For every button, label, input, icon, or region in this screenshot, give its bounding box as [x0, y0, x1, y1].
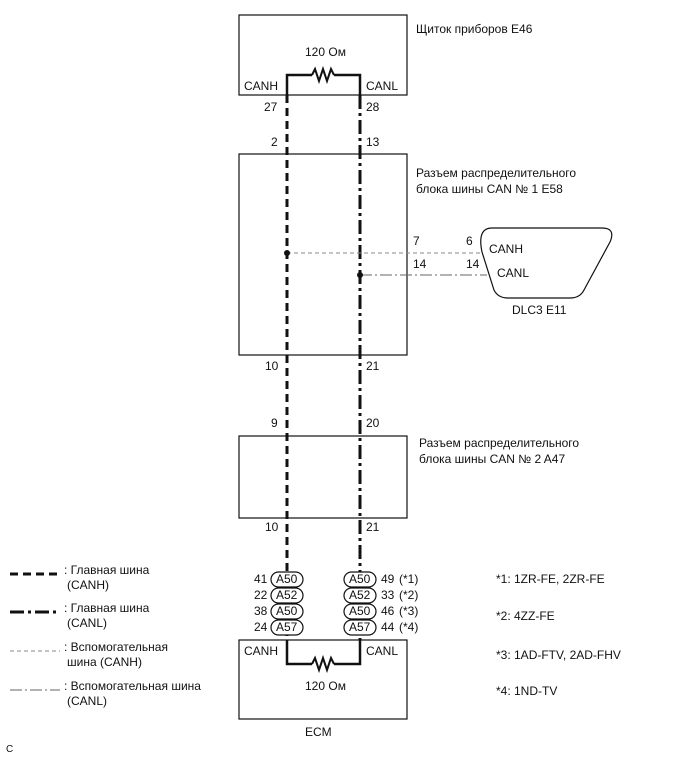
ecm-box — [238, 639, 408, 720]
ecm-connector-code-canh: A57 — [276, 620, 298, 634]
junction1-pin-top-canl: 13 — [366, 135, 380, 149]
junction1-canl-splice — [357, 272, 363, 278]
meter-canh-label: CANH — [244, 79, 278, 93]
ecm-connector-pill-canl — [343, 571, 377, 588]
ecm-canh-label: CANH — [244, 644, 278, 658]
ecm-connector-code-canl: A52 — [349, 588, 371, 602]
dlc-pin-canl: 14 — [466, 257, 480, 271]
junction1-title-line2: блока шины CAN № 1 E58 — [416, 182, 563, 196]
ecm-variant-note: (*3) — [399, 604, 418, 618]
dlc-canl-label: CANL — [497, 266, 529, 280]
ecm-connector-code-canl: A57 — [349, 620, 371, 634]
ecm-canl-label: CANL — [366, 644, 398, 658]
variant-note-2: *2: 4ZZ-FE — [496, 609, 555, 623]
legend-main-canh-line1: : Главная шина — [64, 563, 150, 577]
ecm-pin-canh: 38 — [254, 604, 268, 618]
junction2-box — [238, 435, 408, 519]
legend-main-canl-line2: (CANL) — [67, 616, 107, 630]
junction1-box — [238, 153, 408, 356]
junction1-canh-splice — [284, 250, 290, 256]
ecm-connector-pill-canh — [270, 587, 304, 604]
meter-title: Щиток приборов E46 — [416, 22, 533, 36]
ecm-connector-code-canl: A50 — [349, 572, 371, 586]
legend-sub-canl-line2: (CANL) — [67, 694, 107, 708]
ecm-connector-row: 22 A52 A52 33 (*2) — [254, 587, 418, 604]
meter-pin-canl: 28 — [366, 100, 380, 114]
ecm-connector-row: 24 A57 A57 44 (*4) — [254, 619, 418, 636]
ecm-pin-canl: 46 — [381, 604, 395, 618]
junction2-pin-top-canl: 20 — [366, 416, 380, 430]
legend-main-canh-line2: (CANH) — [67, 578, 109, 592]
meter-canl-label: CANL — [366, 79, 398, 93]
ecm-connector-pill-canl — [343, 619, 377, 636]
legend-sub-canh-line2: шина (CANH) — [67, 655, 142, 669]
ecm-pin-canh: 41 — [254, 572, 268, 586]
ecm-connector-pill-canl — [343, 587, 377, 604]
meter-box — [238, 14, 408, 96]
junction2-pin-top-canh: 9 — [271, 416, 278, 430]
ecm-pin-canh: 24 — [254, 620, 268, 634]
corner-mark: C — [6, 744, 13, 755]
junction2-pin-bottom-canl: 21 — [366, 520, 380, 534]
legend-main-canl-line1: : Главная шина — [64, 601, 150, 615]
ecm-connector-code-canh: A52 — [276, 588, 298, 602]
ecm-connector-pill-canh — [270, 571, 304, 588]
legend-sub-canl-line1: : Вспомогательная шина — [64, 679, 201, 693]
junction2-title-line2: блока шины CAN № 2 A47 — [419, 452, 565, 466]
ecm-resistor-label: 120 Ом — [305, 679, 346, 693]
ecm-connector-code-canl: A50 — [349, 604, 371, 618]
ecm-pin-canl: 44 — [381, 620, 395, 634]
ecm-connector-code-canh: A50 — [276, 572, 298, 586]
ecm-connector-pill-canh — [270, 603, 304, 620]
junction1-pin-bottom-canl: 21 — [366, 359, 380, 373]
dlc-canh-label: CANH — [489, 242, 523, 256]
meter-resistor-label: 120 Ом — [305, 45, 346, 59]
dlc-label: DLC3 E11 — [512, 303, 567, 317]
ecm-variant-note: (*4) — [399, 620, 418, 634]
junction1-title-line1: Разъем распределительного — [416, 166, 576, 180]
legend-sub-canh-line1: : Вспомогательная — [64, 640, 168, 654]
ecm-pin-canh: 22 — [254, 588, 268, 602]
junction1-pin-side-canh: 7 — [413, 234, 420, 248]
ecm-label: ECM — [305, 725, 332, 739]
ecm-terminator-wire-left — [285, 640, 312, 666]
junction1-pin-bottom-canh: 10 — [265, 359, 279, 373]
ecm-connector-pill-canh — [270, 619, 304, 636]
ecm-pin-canl: 49 — [381, 572, 395, 586]
ecm-pin-canl: 33 — [381, 588, 395, 602]
meter-pin-canh: 27 — [264, 100, 278, 114]
ecm-connector-row: 38 A50 A50 46 (*3) — [254, 603, 418, 620]
junction2-title-line1: Разъем распределительного — [419, 436, 579, 450]
junction1-pin-side-canl: 14 — [413, 257, 427, 271]
dlc-connector-icon — [480, 227, 613, 299]
dlc-pin-canh: 6 — [466, 234, 473, 248]
ecm-resistor-icon — [311, 654, 335, 674]
ecm-variant-note: (*1) — [399, 572, 418, 586]
variant-note-4: *4: 1ND-TV — [496, 684, 557, 698]
meter-resistor-icon — [311, 65, 335, 85]
ecm-terminator-wire-right — [334, 640, 362, 666]
ecm-variant-note: (*2) — [399, 588, 418, 602]
ecm-connector-pill-canl — [343, 603, 377, 620]
ecm-connector-row: 41 A50 A50 49 (*1) — [254, 571, 418, 588]
ecm-connector-code-canh: A50 — [276, 604, 298, 618]
meter-terminator-wire-left — [285, 73, 312, 95]
variant-note-1: *1: 1ZR-FE, 2ZR-FE — [496, 572, 605, 586]
junction2-pin-bottom-canh: 10 — [265, 520, 279, 534]
meter-terminator-wire-right — [334, 73, 362, 95]
variant-note-3: *3: 1AD-FTV, 2AD-FHV — [496, 648, 621, 662]
junction1-pin-top-canh: 2 — [271, 135, 278, 149]
